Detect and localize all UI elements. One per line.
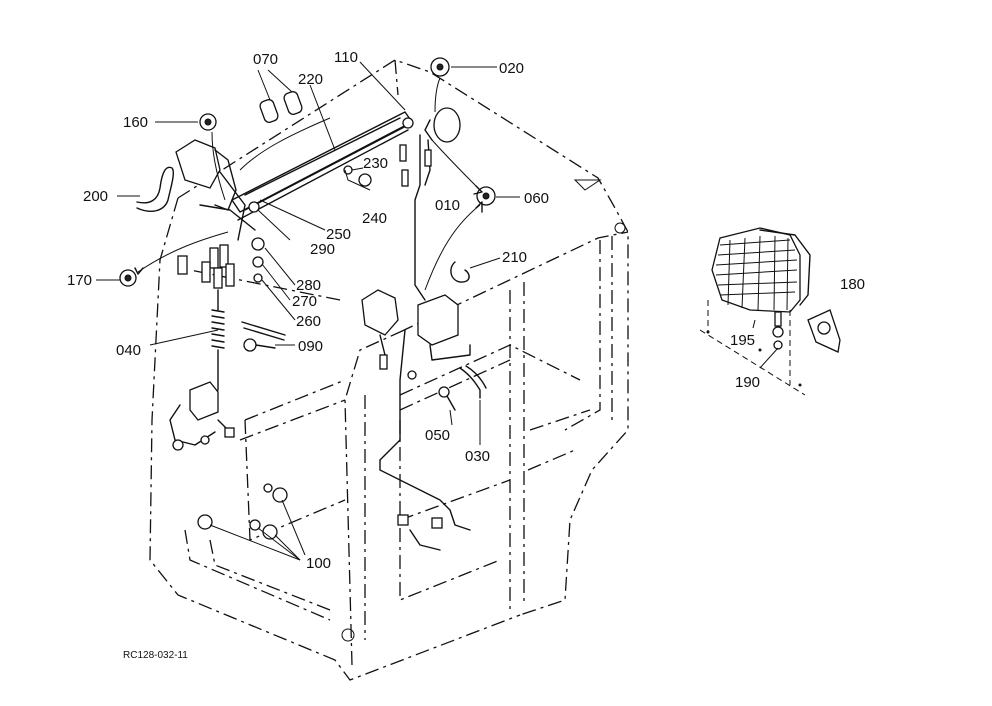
callout-195: 195 <box>730 332 755 349</box>
callout-250: 250 <box>326 226 351 243</box>
drawing-reference: RC128-032-11 <box>123 650 188 661</box>
callout-110: 110 <box>334 49 358 66</box>
part-050-bolt <box>438 386 456 411</box>
callout-100: 100 <box>306 555 331 572</box>
part-170-grommet <box>119 269 137 287</box>
leader-lines <box>96 61 520 561</box>
callout-160: 160 <box>123 114 148 131</box>
callout-040: 040 <box>116 342 141 359</box>
part-070-covers <box>259 91 303 123</box>
callout-180: 180 <box>840 276 865 293</box>
callout-220: 220 <box>298 71 323 88</box>
part-200-clip <box>136 166 175 212</box>
callout-labels: 070 220 110 020 160 230 240 200 060 010 … <box>67 49 865 661</box>
callout-260: 260 <box>296 313 321 330</box>
callout-010: 010 <box>435 197 460 214</box>
callout-090: 090 <box>298 338 323 355</box>
callout-030: 030 <box>465 448 490 465</box>
part-210-clamp <box>450 261 470 283</box>
callout-170: 170 <box>67 272 92 289</box>
callout-290: 290 <box>310 241 335 258</box>
part-190-washers <box>772 311 784 350</box>
part-020-grommet <box>430 57 450 77</box>
callout-280: 280 <box>296 277 321 294</box>
wire-rail-220 <box>231 111 414 221</box>
callout-020: 020 <box>499 60 524 77</box>
part-010-harness <box>399 134 432 301</box>
right-upper-lamp <box>424 107 461 143</box>
part-180-bracket <box>807 309 841 353</box>
cab-frame-outline <box>149 59 629 681</box>
work-lamp-assembly-195 <box>711 227 811 313</box>
floor-harness <box>379 459 471 551</box>
callout-070: 070 <box>253 51 278 68</box>
part-030-cable <box>407 365 487 399</box>
callout-210: 210 <box>502 249 527 266</box>
connector-block <box>177 237 265 289</box>
part-160-grommet <box>199 113 217 131</box>
callout-190: 190 <box>735 374 760 391</box>
center-work-lamp <box>361 289 399 370</box>
relay-box <box>379 294 471 461</box>
part-040-coil-cord <box>209 289 225 401</box>
left-work-lamp <box>175 139 256 241</box>
lamp-mount-plane <box>699 300 806 396</box>
callout-050: 050 <box>425 427 450 444</box>
callout-200: 200 <box>83 188 108 205</box>
part-090-clip <box>241 321 286 352</box>
callout-230: 230 <box>363 155 388 172</box>
wiper-motor <box>169 381 235 451</box>
part-100-plugs <box>197 483 288 540</box>
callout-240: 240 <box>362 210 387 227</box>
callout-060: 060 <box>524 190 549 207</box>
callout-270: 270 <box>292 293 317 310</box>
